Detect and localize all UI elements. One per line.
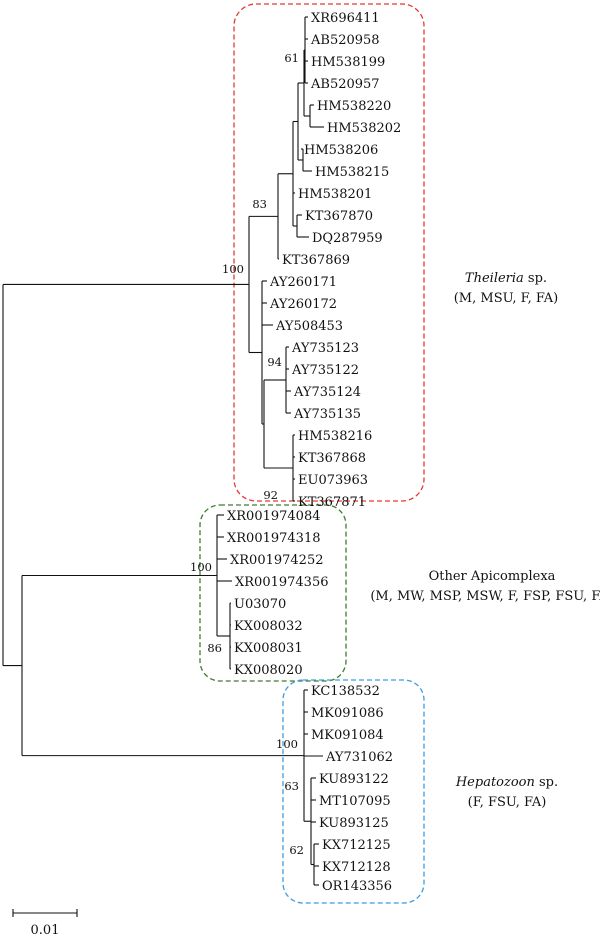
taxon-label: KT367869 (282, 253, 350, 268)
taxon-label: EU073963 (298, 473, 368, 488)
taxon-label: KC138532 (311, 684, 380, 699)
taxon-label: AY508453 (275, 319, 343, 334)
hepatozoon-host-list: (F, FSU, FA) (468, 795, 547, 810)
taxon-label: XR001974356 (235, 575, 328, 590)
taxon-label: KT367870 (305, 209, 373, 224)
taxon-label: AY735135 (293, 407, 361, 422)
apicomplexa-clade-box (199, 504, 347, 682)
bootstrap-value: 100 (190, 560, 212, 574)
taxon-label: KX712125 (322, 838, 391, 853)
bootstrap-value: 100 (276, 737, 298, 751)
taxon-label: AY260172 (269, 297, 337, 312)
theileria-host-list: (M, MSU, F, FA) (454, 291, 559, 306)
tree-branches (2, 16, 324, 886)
taxon-label: AY731062 (325, 750, 393, 765)
taxon-label: XR696411 (311, 11, 380, 26)
taxon-label: XR001974318 (227, 531, 320, 546)
hepatozoon-clade-label: Hepatozoon sp. (455, 775, 558, 790)
hepatozoon-clade-box (282, 679, 425, 904)
taxon-label: KT367871 (298, 495, 366, 510)
apicomplexa-clade-label: Other Apicomplexa (429, 569, 556, 584)
taxon-label: HM538199 (311, 55, 385, 70)
taxon-label: HM538202 (327, 121, 401, 136)
taxon-label: KX008020 (234, 663, 303, 678)
taxon-label: U03070 (234, 597, 286, 612)
taxon-label: XR001974084 (227, 509, 320, 524)
scale-bar-label: 0.01 (31, 923, 60, 938)
taxon-label: XR001974252 (230, 553, 323, 568)
apicomplexa-host-list: (M, MW, MSP, MSW, F, FSP, FSU, FA) (370, 589, 600, 604)
bootstrap-value: 100 (222, 262, 244, 276)
taxon-label: KX712128 (322, 860, 391, 875)
taxon-label: HM538201 (298, 187, 372, 202)
taxon-label: HM538206 (304, 143, 378, 158)
taxon-label: MK091086 (311, 706, 384, 721)
bootstrap-value: 83 (252, 197, 267, 211)
taxon-label: AB520958 (310, 33, 380, 48)
taxon-label: HM538220 (317, 99, 391, 114)
taxon-labels: XR696411AB520958HM538199AB520957HM538220… (227, 11, 401, 894)
taxon-label: AY735123 (291, 341, 359, 356)
taxon-label: DQ287959 (312, 231, 383, 246)
taxon-label: HM538215 (315, 165, 389, 180)
taxon-label: AY735124 (293, 385, 361, 400)
taxon-label: AY735122 (291, 363, 359, 378)
taxon-label: KU893125 (319, 816, 389, 831)
taxon-label: KT367868 (298, 451, 366, 466)
bootstrap-value: 92 (263, 488, 278, 502)
taxon-label: AY260171 (269, 275, 337, 290)
taxon-label: OR143356 (322, 879, 392, 894)
taxon-label: HM538216 (298, 429, 372, 444)
theileria-clade-label: Theileria sp. (465, 271, 547, 286)
taxon-label: KX008031 (234, 641, 303, 656)
theileria-clade-box (233, 3, 425, 502)
bootstrap-value: 62 (289, 843, 304, 857)
taxon-label: KU893122 (319, 772, 389, 787)
taxon-label: MT107095 (319, 794, 391, 809)
bootstrap-values: 61 83 100 94 92 100 86 100 63 62 (190, 51, 304, 857)
bootstrap-value: 94 (267, 355, 282, 369)
taxon-label: KX008032 (234, 619, 303, 634)
bootstrap-value: 63 (284, 779, 299, 793)
bootstrap-value: 86 (207, 641, 222, 655)
taxon-label: MK091084 (311, 728, 384, 743)
taxon-label: AB520957 (310, 77, 380, 92)
bootstrap-value: 61 (284, 51, 299, 65)
